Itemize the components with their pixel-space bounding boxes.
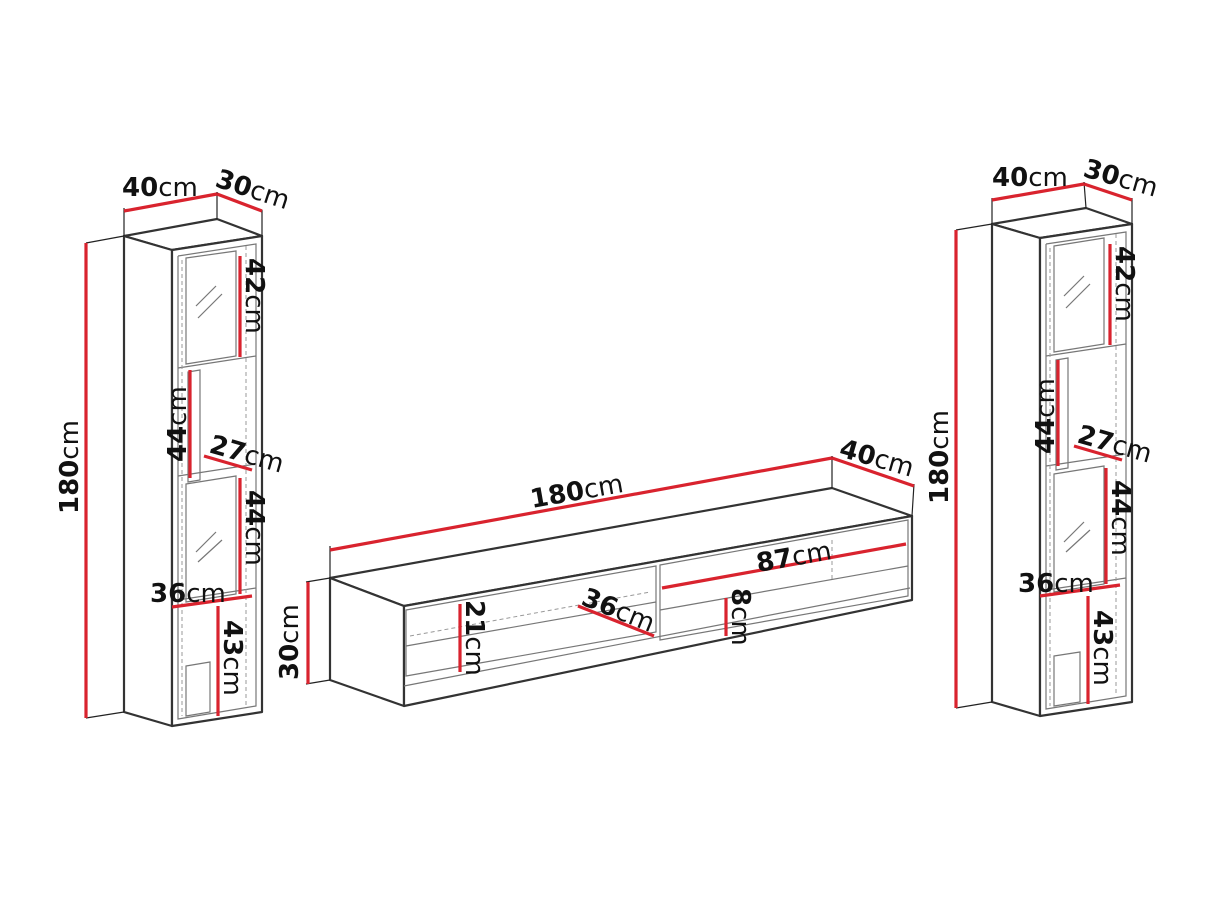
left-depth-line — [216, 192, 263, 213]
tv-width-label: 180cm — [528, 469, 626, 515]
left-cabinet-dimensions — [84, 192, 263, 719]
tv-drawer-front-line — [661, 542, 907, 590]
left-shelf-depth-line — [203, 454, 253, 472]
tv-shelf-gap-label: 8cm — [725, 588, 755, 646]
tv-height-label: 30cm — [275, 604, 305, 680]
right-lower-label: 44cm — [1105, 480, 1135, 556]
right-width-line — [991, 182, 1085, 202]
tv-drawer-front-label: 87cm — [754, 536, 834, 579]
right-top-compartment-label: 42cm — [1109, 246, 1139, 322]
tv-unit-dimensions — [305, 456, 915, 685]
right-depth-line — [1083, 182, 1133, 202]
right-middle-label: 44cm — [1031, 378, 1061, 454]
left-width-line — [123, 192, 218, 213]
left-lower-label: 44cm — [239, 490, 269, 566]
tv-inner-depth-line — [577, 604, 655, 638]
left-middle-label: 44cm — [163, 386, 193, 462]
left-width-label: 40cm — [122, 173, 198, 203]
left-inner-width-line — [171, 594, 253, 609]
tv-unit-front — [402, 514, 914, 708]
right-inner-width-label: 36cm — [1018, 569, 1094, 599]
tv-width-line — [329, 456, 833, 552]
tv-depth-line — [831, 456, 915, 488]
right-cabinet-dimensions — [954, 181, 1133, 709]
tv-drawer-height-label: 21cm — [459, 600, 489, 676]
right-height-label: 180cm — [925, 410, 955, 504]
right-shelf-depth-line — [1073, 444, 1123, 462]
tv-unit — [328, 486, 914, 708]
tv-depth-label: 40cm — [836, 434, 917, 484]
right-cabinet-side — [990, 222, 1042, 718]
left-inner-width-label: 36cm — [150, 579, 226, 609]
left-cabinet-side — [122, 234, 174, 728]
left-height-label: 180cm — [55, 420, 85, 514]
right-inner-width-line — [1039, 583, 1121, 598]
left-bottom-label: 43cm — [217, 620, 247, 696]
left-top-compartment-label: 42cm — [239, 258, 269, 334]
right-width-label: 40cm — [992, 163, 1068, 193]
right-bottom-label: 43cm — [1087, 610, 1117, 686]
